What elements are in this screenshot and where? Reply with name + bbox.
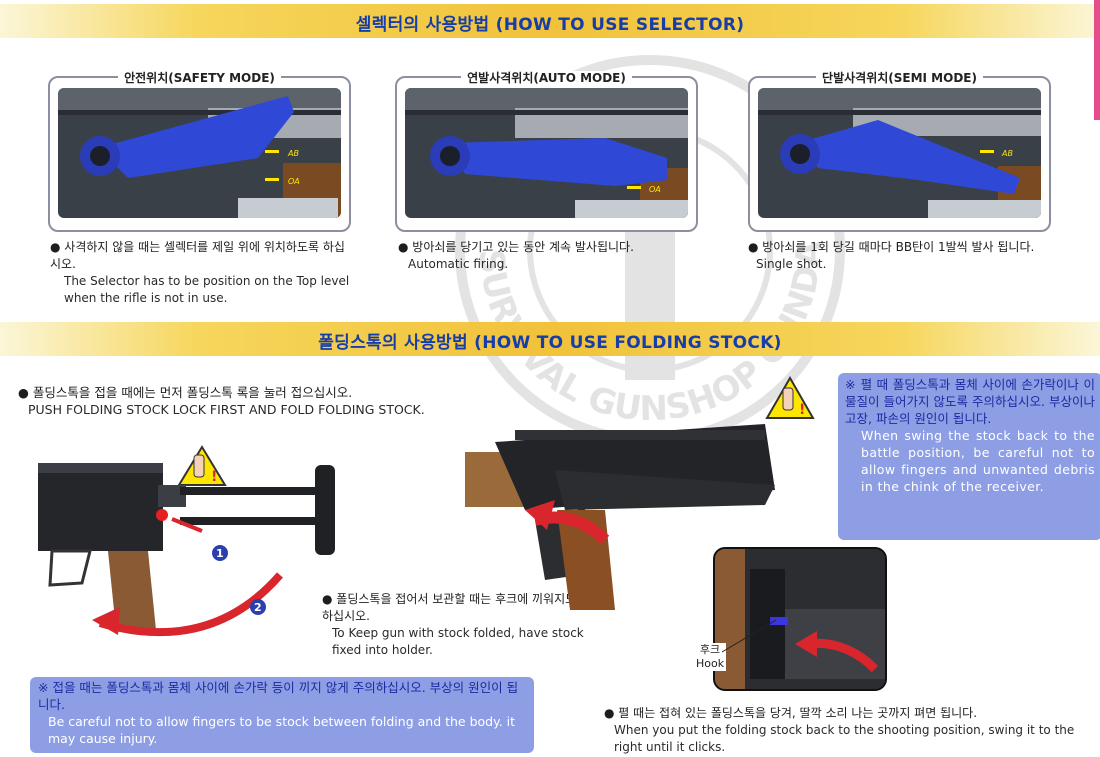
semi-mode-photo: AB xyxy=(758,88,1041,218)
safety-en: The Selector has to be position on the T… xyxy=(64,274,350,305)
panel-title: 연발사격위치(AUTO MODE) xyxy=(461,71,632,85)
folding-section-banner: 폴딩스톡의 사용방법 (HOW TO USE FOLDING STOCK) xyxy=(0,322,1100,356)
hook-label: 후크 Hook xyxy=(694,643,727,671)
auto-en: Automatic firing. xyxy=(408,257,509,271)
selector-section-title: 셀렉터의 사용방법 (HOW TO USE SELECTOR) xyxy=(355,15,745,35)
mark-ab: AB xyxy=(1001,149,1013,158)
marker-1: 1 xyxy=(216,547,224,560)
keep-ko: 폴딩스톡을 접어서 보관할 때는 후크에 끼워지도록 하십시오. xyxy=(322,592,588,623)
unfold-ko: 펼 때는 접혀 있는 폴딩스톡을 당겨, 딸깍 소리 나는 곳까지 펴면 됩니다… xyxy=(618,706,978,720)
warning-sign-icon: ! xyxy=(765,375,815,419)
selector-section-banner: 셀렉터의 사용방법 (HOW TO USE SELECTOR) xyxy=(0,4,1100,38)
semi-en: Single shot. xyxy=(756,257,827,271)
panel-title: 단발사격위치(SEMI MODE) xyxy=(816,71,983,85)
hook-label-ko: 후크 xyxy=(699,643,721,656)
caution-unfold-en: When swing the stock back to the battle … xyxy=(861,428,1095,494)
unfold-stock-illustration: ! xyxy=(465,375,815,610)
caution-box-unfold: ※ 펼 때 폴딩스톡과 몸체 사이에 손가락이나 이물질이 들어가지 않도록 주… xyxy=(838,373,1100,540)
panel-safety-mode: 안전위치(SAFETY MODE) AB OA xyxy=(48,71,351,232)
svg-text:!: ! xyxy=(799,402,805,418)
svg-text:!: ! xyxy=(211,469,217,485)
caution-unfold-ko: ※ 펼 때 폴딩스톡과 몸체 사이에 손가락이나 이물질이 들어가지 않도록 주… xyxy=(845,377,1095,426)
safety-ko: 사격하지 않을 때는 셀렉터를 제일 위에 위치하도록 하십시오. xyxy=(50,240,345,271)
mark-oa: OA xyxy=(288,177,300,186)
panel-title: 안전위치(SAFETY MODE) xyxy=(118,71,281,85)
page-edge-stripe xyxy=(1094,0,1100,120)
hook-pointer-line xyxy=(721,619,777,653)
semi-mode-description: ● 방아쇠를 1회 당길 때마다 BB탄이 1발씩 발사 됩니다. Single… xyxy=(748,239,1093,273)
fold-ko: 폴딩스톡을 접을 때에는 먼저 폴딩스톡 록을 눌러 접으십시오. xyxy=(32,385,353,400)
auto-mode-photo: OA xyxy=(405,88,688,218)
caution-fold-ko: ※ 접을 때는 폴딩스톡과 몸체 사이에 손가락 등이 끼지 않게 주의하십시오… xyxy=(38,680,519,712)
caution-box-fold: ※ 접을 때는 폴딩스톡과 몸체 사이에 손가락 등이 끼지 않게 주의하십시오… xyxy=(30,677,534,753)
hook-inset-photo xyxy=(713,547,887,691)
unfold-instruction: ● 펼 때는 접혀 있는 폴딩스톡을 당겨, 딸깍 소리 나는 곳까지 펴면 됩… xyxy=(604,705,1089,756)
fold-stock-illustration: ! 1 2 xyxy=(38,445,335,637)
auto-ko: 방아쇠를 당기고 있는 동안 계속 발사됩니다. xyxy=(412,240,634,254)
keep-folded-instruction: ● 폴딩스톡을 접어서 보관할 때는 후크에 끼워지도록 하십시오. To Ke… xyxy=(322,591,602,659)
mark-ab: AB xyxy=(287,149,299,158)
panel-auto-mode: 연발사격위치(AUTO MODE) OA xyxy=(395,71,698,232)
semi-ko: 방아쇠를 1회 당길 때마다 BB탄이 1발씩 발사 됩니다. xyxy=(762,240,1035,254)
panel-semi-mode: 단발사격위치(SEMI MODE) AB xyxy=(748,71,1051,232)
mark-oa: OA xyxy=(649,185,661,194)
unfold-en: When you put the folding stock back to t… xyxy=(614,723,1075,754)
auto-mode-description: ● 방아쇠를 당기고 있는 동안 계속 발사됩니다. Automatic fir… xyxy=(398,239,698,273)
keep-en: To Keep gun with stock folded, have stoc… xyxy=(332,626,584,657)
safety-mode-description: ● 사격하지 않을 때는 셀렉터를 제일 위에 위치하도록 하십시오. The … xyxy=(50,240,350,305)
folding-section-title: 폴딩스톡의 사용방법 (HOW TO USE FOLDING STOCK) xyxy=(318,333,782,353)
fold-en: PUSH FOLDING STOCK LOCK FIRST AND FOLD F… xyxy=(28,402,425,417)
safety-mode-photo: AB OA xyxy=(58,88,341,218)
fold-instruction: ● 폴딩스톡을 접을 때에는 먼저 폴딩스톡 록을 눌러 접으십시오. PUSH… xyxy=(18,384,478,418)
warning-sign-icon: ! xyxy=(177,445,227,486)
hook-label-en: Hook xyxy=(696,657,725,670)
marker-2: 2 xyxy=(254,601,262,614)
caution-fold-en: Be careful not to allow fingers to be st… xyxy=(48,714,516,746)
